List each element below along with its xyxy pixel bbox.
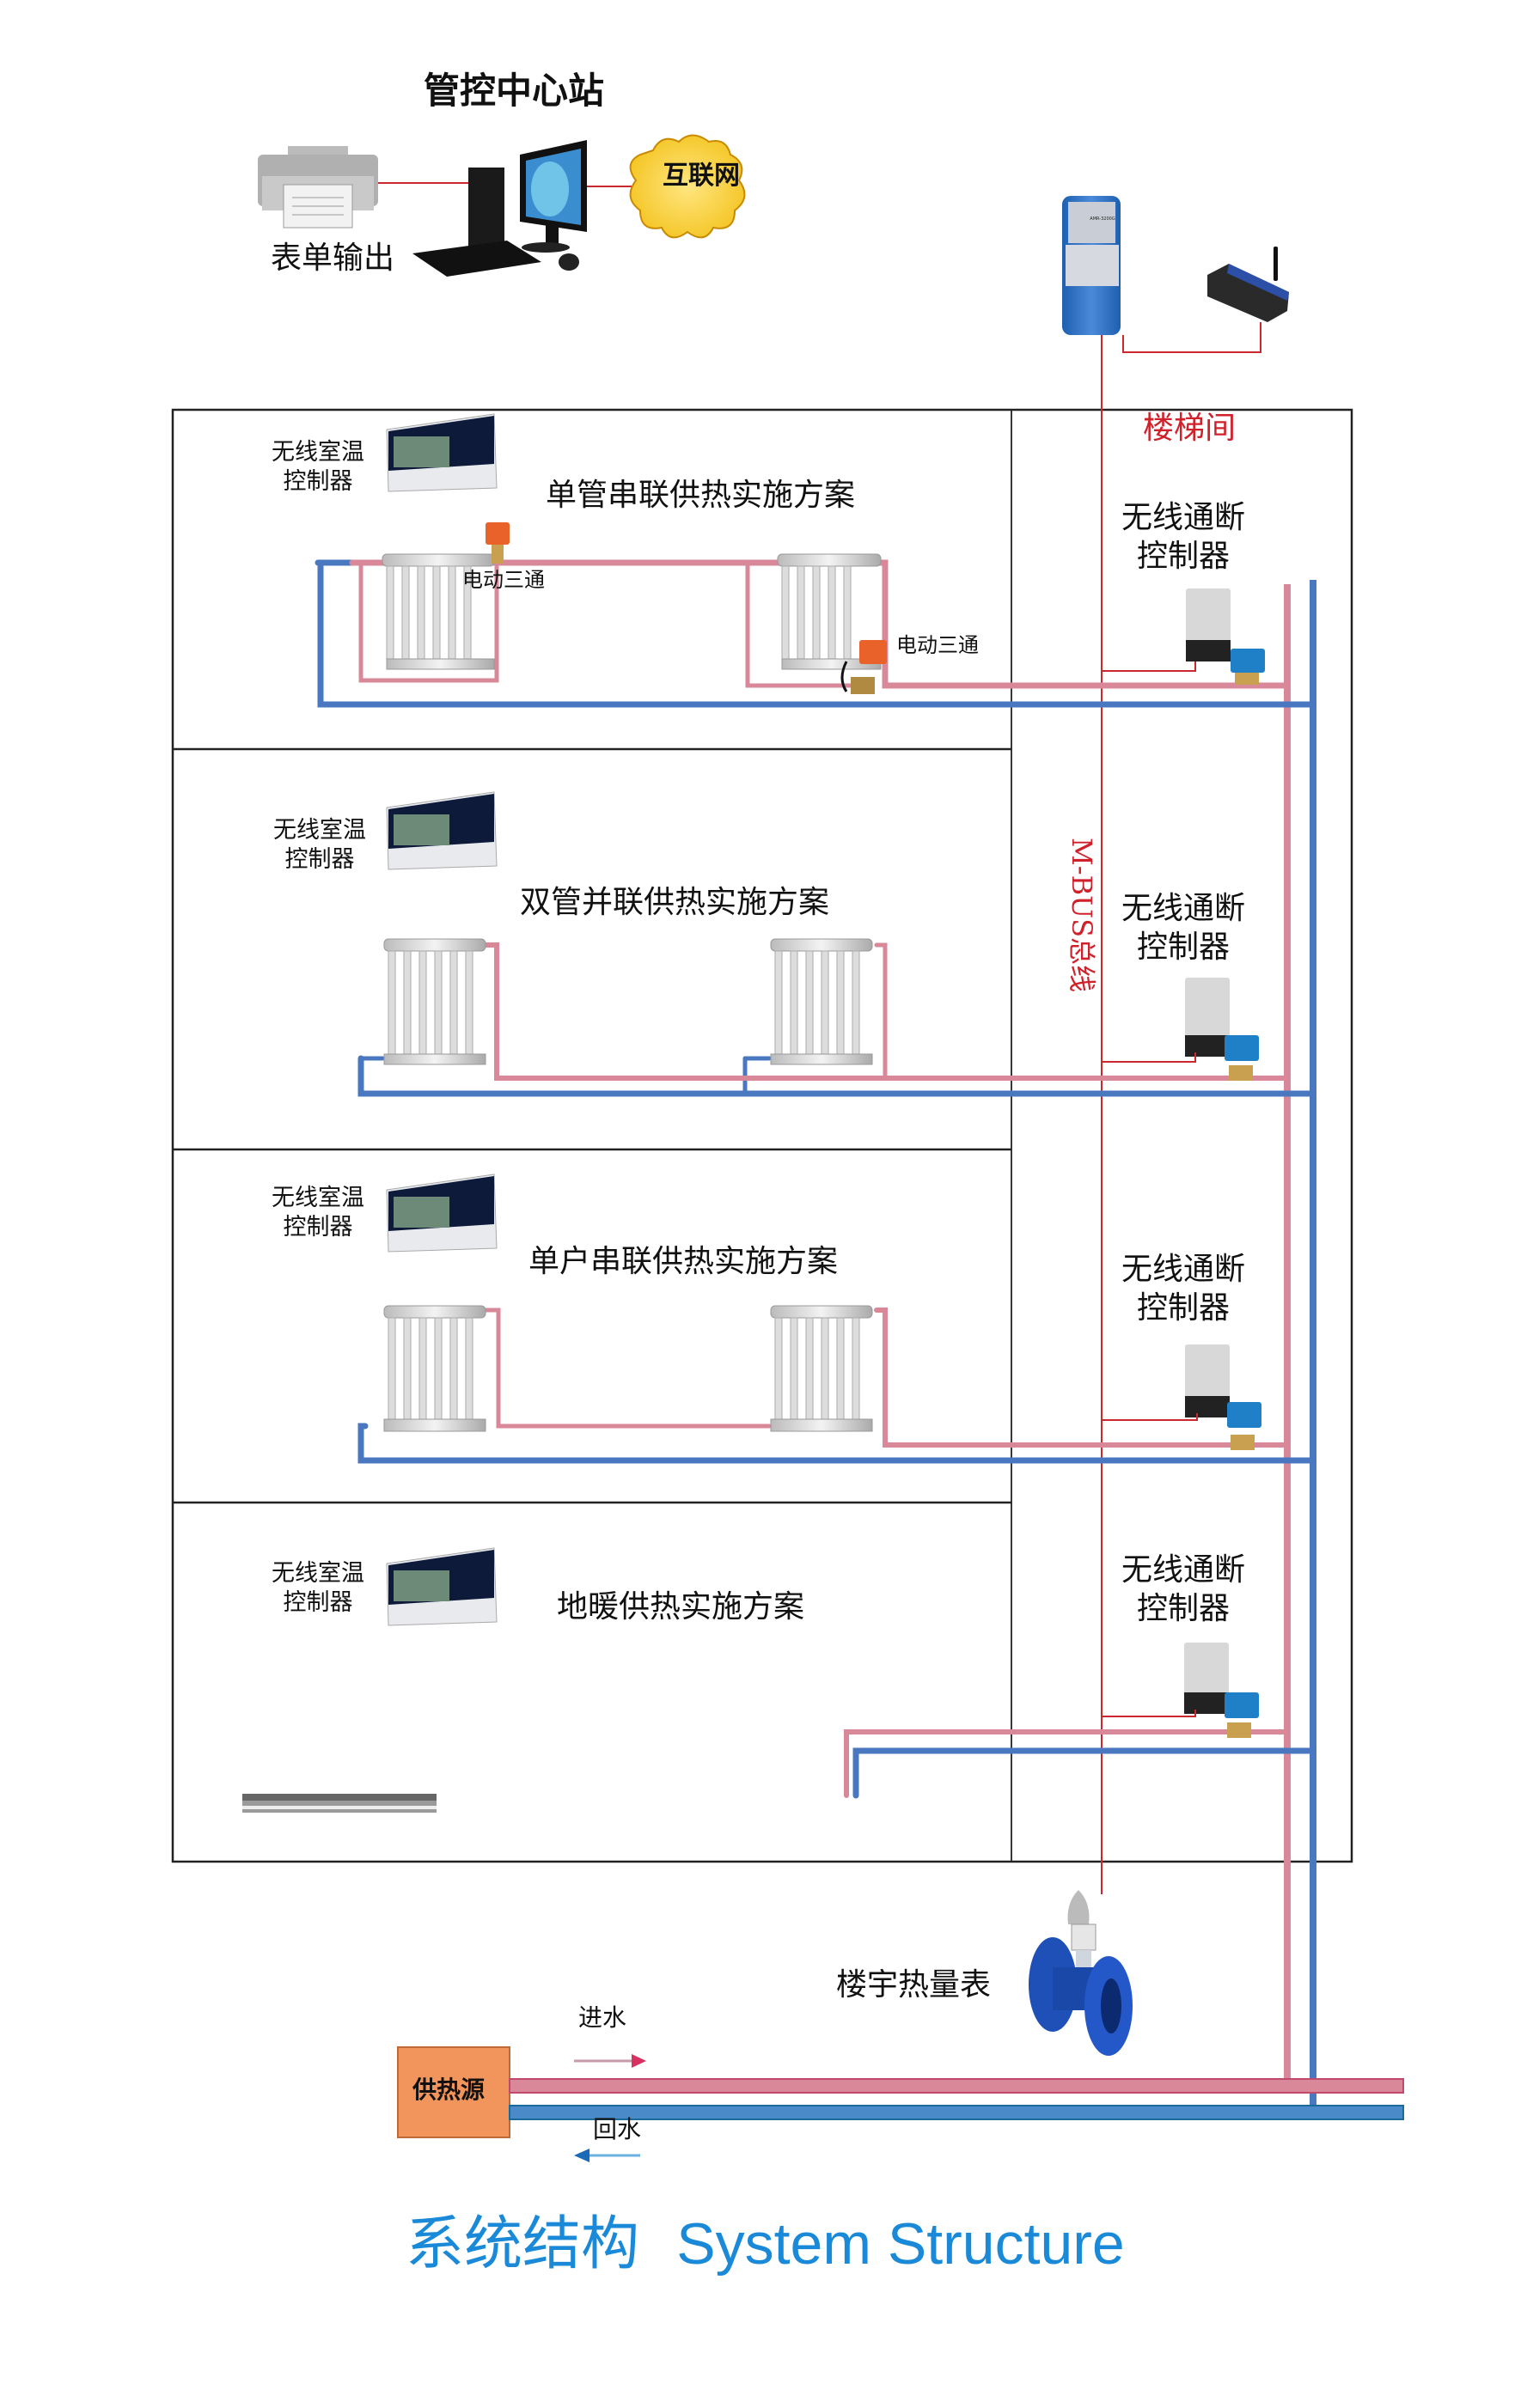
scheme-title: 单户串联供热实施方案 — [528, 1244, 839, 1279]
thermostat-label: 无线室温控制器 — [272, 1560, 364, 1616]
radiator-icon — [382, 553, 495, 670]
thermostat-label: 无线室温控制器 — [272, 439, 364, 495]
building-frame — [171, 408, 1353, 1863]
internet-cloud-icon — [629, 134, 746, 239]
supply-arrow-icon — [574, 2054, 646, 2068]
supply-label: 进水 — [578, 2003, 627, 2032]
radiator-icon — [383, 1305, 486, 1432]
onoff-controller-unit-1 — [1102, 588, 1265, 685]
data-concentrator-icon: AMR-3200G — [1062, 196, 1121, 335]
dtu-link — [1122, 322, 1261, 353]
motorized-three-way-valve-icon — [840, 640, 887, 694]
return-label: 回水 — [593, 2115, 642, 2143]
onoff-controller-label: 无线通断控制器 — [1121, 500, 1246, 574]
scheme-title: 双管并联供热实施方案 — [520, 885, 830, 920]
footer-title-cn: 系统结构 — [406, 2210, 640, 2278]
return-main-pipe — [509, 2105, 1404, 2120]
wireless-thermostat-icon — [386, 1547, 498, 1626]
internet-label: 互联网 — [663, 161, 740, 191]
building-heat-meter-label: 楼宇热量表 — [836, 1967, 992, 2003]
concentrator-model: AMR-3200G — [1090, 216, 1115, 222]
printer-label: 表单输出 — [271, 241, 395, 276]
floor-4-piping — [844, 1729, 1316, 1799]
heat-source-label: 供热源 — [412, 2076, 486, 2104]
radiator-icon — [770, 1305, 873, 1432]
onoff-controller-unit-3 — [1102, 1344, 1261, 1450]
wireless-thermostat-icon — [386, 413, 498, 492]
printer-icon — [258, 146, 378, 229]
footer-title-en: System Structure — [676, 2211, 1125, 2277]
onoff-controller-label: 无线通断控制器 — [1121, 1252, 1246, 1326]
return-arrow-icon — [574, 2149, 640, 2162]
footer-title: 系统结构 System Structure — [406, 2210, 1125, 2278]
computer-icon — [412, 140, 587, 277]
onoff-controller-unit-4 — [1102, 1643, 1259, 1738]
valve-label: 电动三通 — [462, 568, 545, 592]
radiator-icon — [383, 938, 486, 1065]
radiator-icon — [777, 553, 882, 670]
onoff-controller-label: 无线通断控制器 — [1121, 891, 1246, 965]
motorized-three-way-valve-icon — [486, 522, 510, 564]
radiator-icon — [770, 938, 873, 1065]
wireless-thermostat-icon — [386, 791, 498, 870]
scheme-title: 单管串联供热实施方案 — [546, 478, 856, 513]
stairwell-label: 楼梯间 — [1143, 411, 1237, 446]
building-heat-meter-icon — [1029, 1890, 1133, 2056]
valve-label: 电动三通 — [896, 633, 979, 657]
gprs-dtu-icon — [1207, 247, 1289, 322]
wireless-thermostat-icon — [386, 1174, 498, 1253]
floor-2-piping — [357, 942, 1316, 1097]
onoff-controller-unit-2 — [1102, 978, 1259, 1081]
mbus-label: M-BUS总线 — [1066, 838, 1098, 992]
onoff-controller-label: 无线通断控制器 — [1121, 1552, 1246, 1626]
floor-3-piping — [357, 1308, 1316, 1464]
control-center-title: 管控中心站 — [424, 70, 605, 112]
thermostat-label: 无线室温控制器 — [273, 817, 366, 873]
supply-main-pipe — [509, 2078, 1404, 2094]
floor-heating-coil-icon — [242, 1794, 437, 1813]
thermostat-label: 无线室温控制器 — [272, 1185, 364, 1241]
scheme-title: 地暖供热实施方案 — [557, 1589, 805, 1625]
